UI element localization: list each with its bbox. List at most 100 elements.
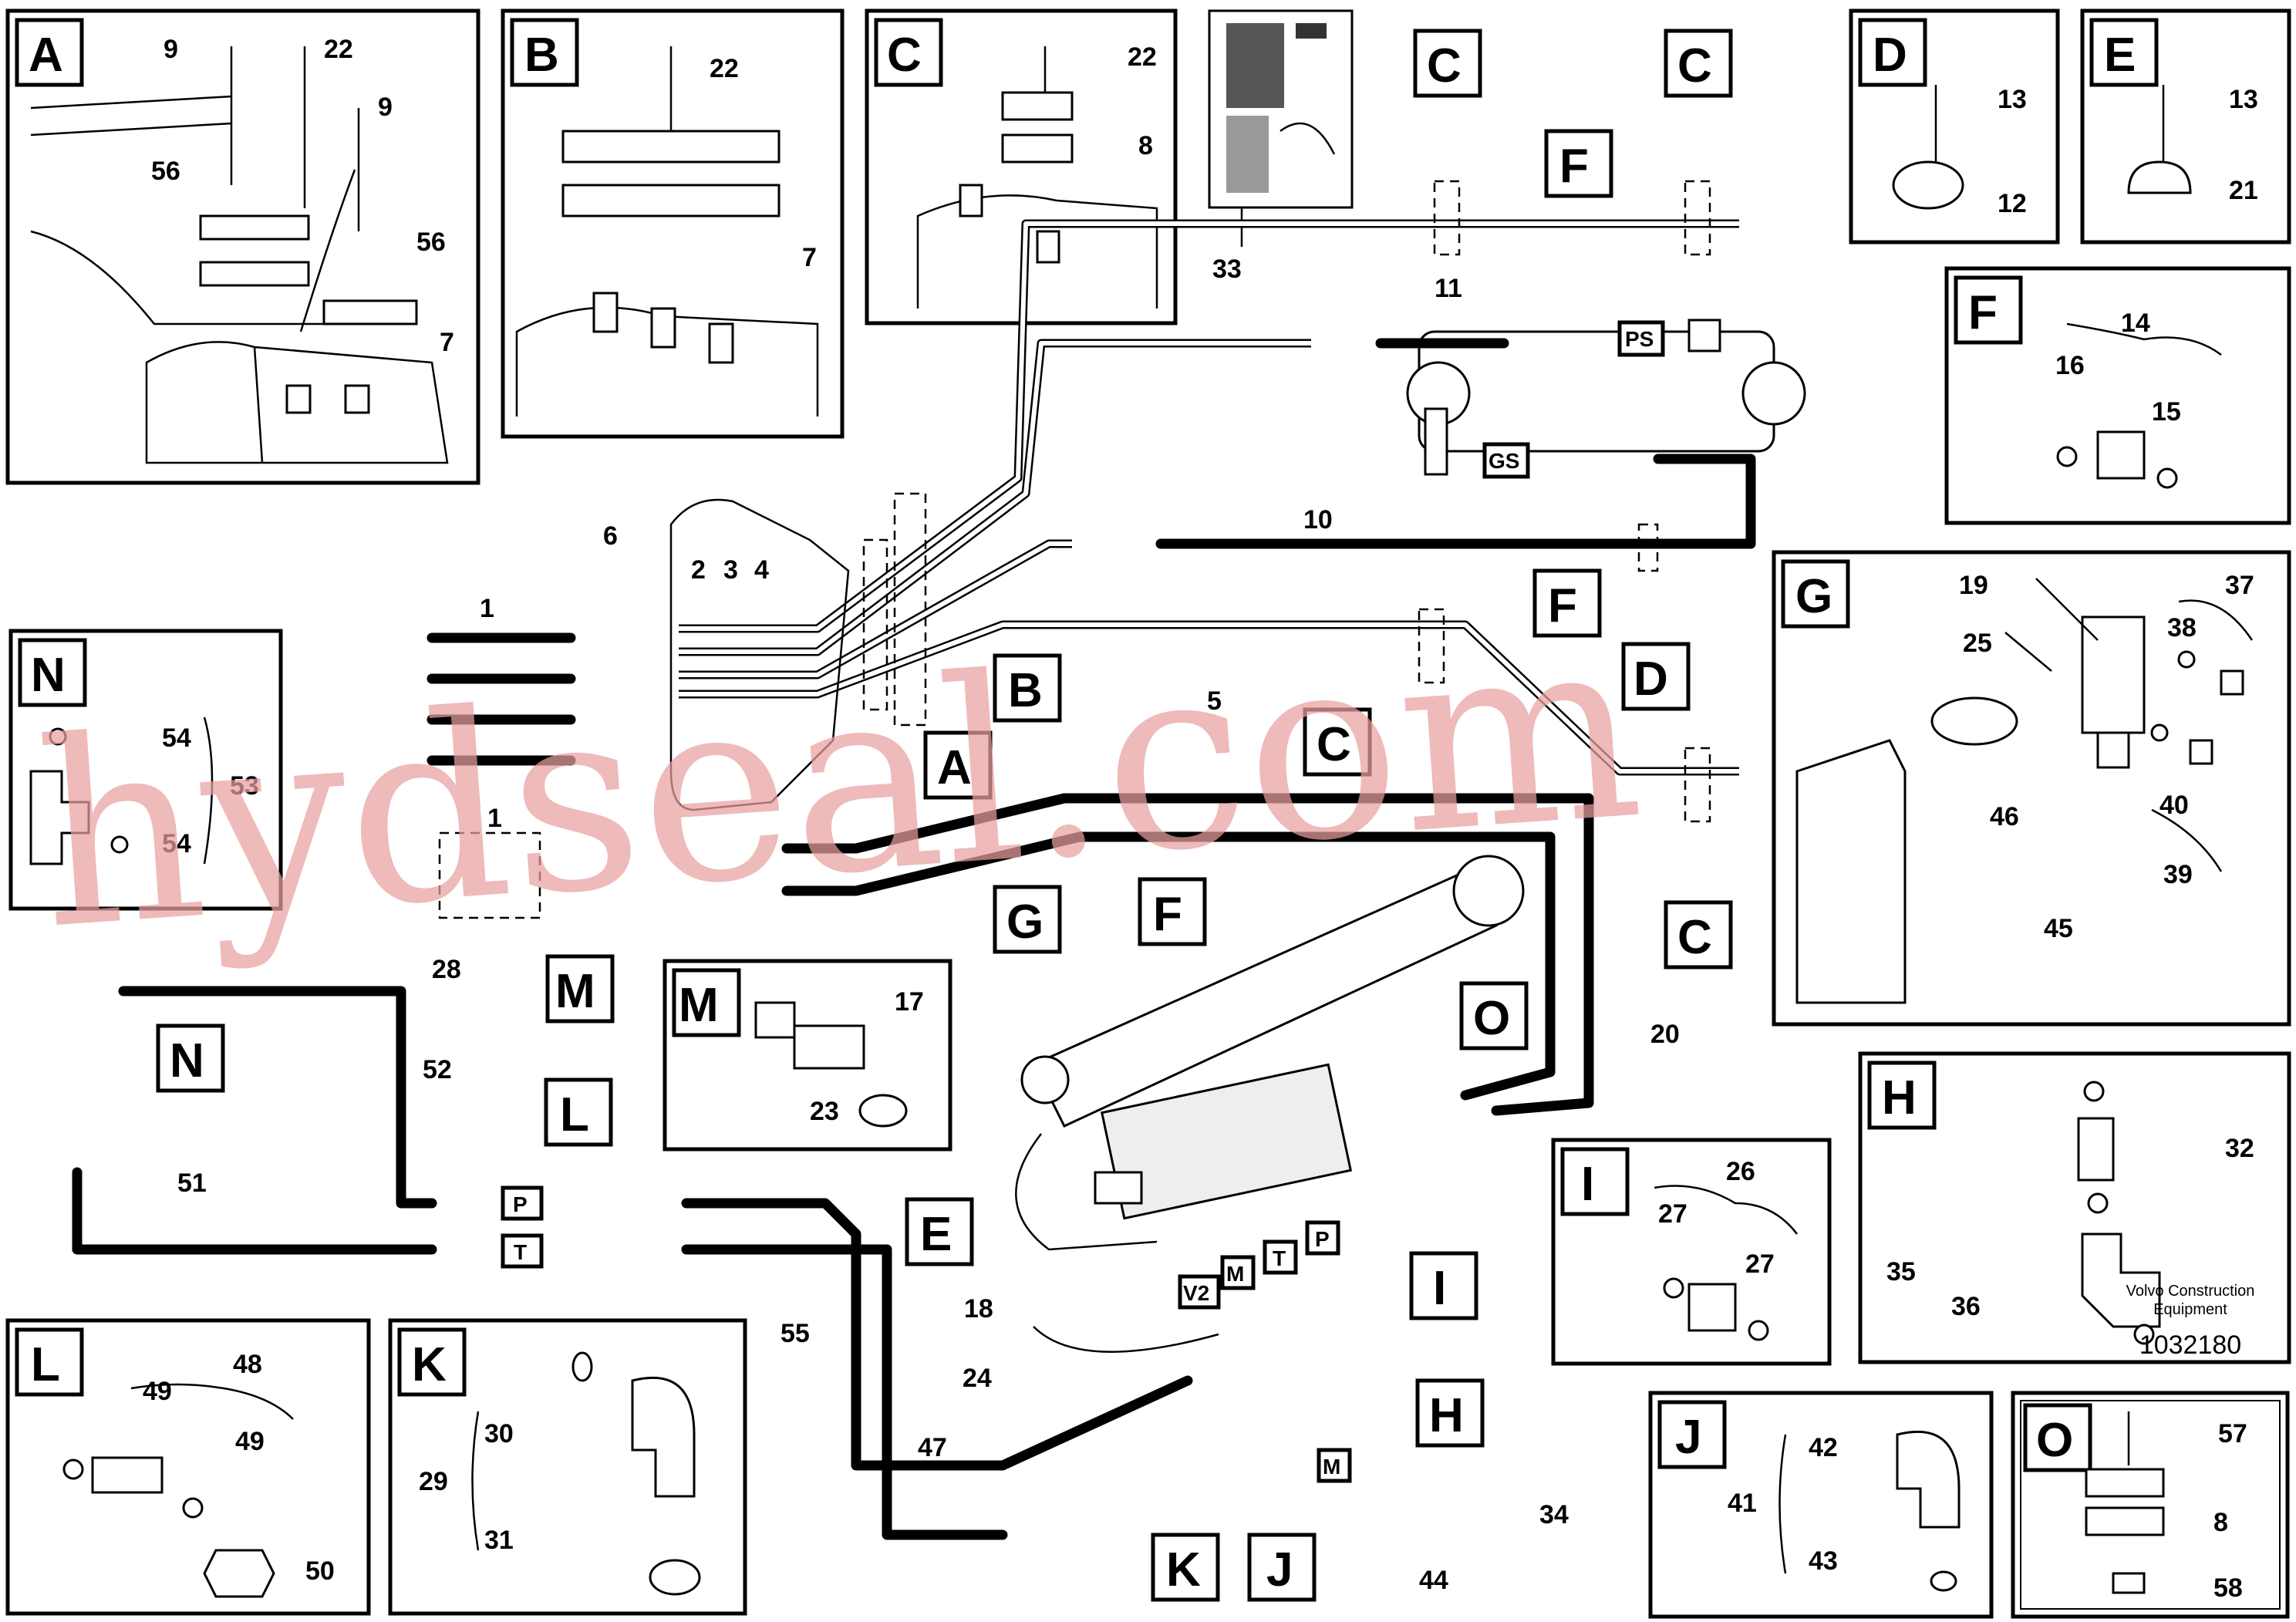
label-9: 9: [164, 35, 178, 64]
panel-letter: M: [679, 979, 719, 1032]
label-54: 54: [162, 829, 191, 858]
label-8: 8: [1138, 131, 1153, 160]
detail-panel-g: G 19 37 25 38 40 46 39 45: [1772, 550, 2291, 1027]
tag-v2: V2: [1183, 1281, 1209, 1305]
label-16: 16: [2055, 351, 2085, 380]
label-12: 12: [1998, 189, 2027, 218]
label-36: 36: [1951, 1292, 1981, 1321]
label-2: 2: [691, 555, 706, 585]
panel-letter: C: [887, 29, 922, 82]
panel-letter: L: [31, 1338, 60, 1391]
label-56: 56: [151, 157, 180, 186]
label-51: 51: [177, 1168, 207, 1198]
title-block: Volvo Construction Equipment 1032180: [2126, 1283, 2255, 1360]
label-47: 47: [918, 1433, 947, 1462]
label-49: 49: [235, 1427, 265, 1456]
panel-letter: H: [1882, 1071, 1917, 1125]
label-52: 52: [423, 1055, 452, 1084]
label-6: 6: [603, 521, 618, 551]
callout-f: F: [1153, 888, 1182, 941]
panel-letter: A: [29, 29, 63, 82]
panel-letter: E: [2104, 29, 2136, 82]
callout-b: B: [1008, 664, 1043, 717]
label-9: 9: [378, 93, 393, 122]
detail-panel-o: O 57 8 58: [2011, 1391, 2290, 1619]
steering-cylinder-top: [1406, 319, 1806, 476]
label-22: 22: [1128, 42, 1157, 72]
label-13: 13: [1998, 85, 2027, 114]
callout-f: F: [1548, 579, 1577, 632]
detail-panel-j: J 42 41 43: [1648, 1391, 1994, 1619]
tag-gs: GS: [1489, 449, 1519, 473]
callout-f: F: [1559, 140, 1589, 193]
label-39: 39: [2163, 860, 2193, 889]
part-labels: 1 1 2 3 4 6 5 10 11 18 20 24 28 34 44 47…: [177, 274, 1680, 1595]
label-22: 22: [710, 54, 739, 83]
label-46: 46: [1990, 802, 2019, 831]
label-1: 1: [480, 594, 494, 623]
tag-m: M: [1226, 1262, 1244, 1286]
label-11: 11: [1435, 274, 1462, 303]
label-44: 44: [1419, 1566, 1448, 1595]
label-5: 5: [1207, 686, 1222, 716]
label-4: 4: [754, 555, 769, 585]
tag-p: P: [1315, 1227, 1330, 1251]
label-1: 1: [487, 804, 502, 833]
label-41: 41: [1728, 1489, 1757, 1518]
label-45: 45: [2044, 914, 2073, 943]
callout-c: C: [1427, 39, 1462, 93]
label-25: 25: [1963, 629, 1992, 658]
callout-d: D: [1633, 653, 1668, 706]
label-8: 8: [2213, 1508, 2228, 1537]
detail-panel-a: A 9 22 9 56 56 7: [5, 8, 480, 485]
detail-panel-e: E 13 21: [2080, 8, 2291, 244]
callout-h: H: [1429, 1389, 1464, 1442]
panel-letter: O: [2036, 1414, 2073, 1467]
callout-j: J: [1266, 1543, 1293, 1597]
label-57: 57: [2218, 1419, 2247, 1448]
callout-l: L: [560, 1088, 589, 1141]
detail-panel-i: I 26 27 27: [1551, 1138, 1832, 1366]
label-15: 15: [2152, 397, 2181, 427]
label-56: 56: [416, 228, 446, 257]
callout-o: O: [1473, 992, 1510, 1045]
label-14: 14: [2121, 309, 2150, 338]
label-3: 3: [723, 555, 738, 585]
label-42: 42: [1809, 1433, 1838, 1462]
detail-panel-k: K 30 29 31: [388, 1318, 747, 1616]
label-55: 55: [781, 1319, 810, 1348]
label-30: 30: [484, 1419, 514, 1448]
panel-letter: J: [1675, 1411, 1701, 1464]
tag-p: P: [513, 1192, 528, 1216]
label-48: 48: [233, 1350, 262, 1379]
label-50: 50: [305, 1556, 335, 1586]
tube-lines: [679, 219, 1739, 776]
label-33: 33: [1212, 255, 1242, 284]
label-27: 27: [1658, 1199, 1687, 1229]
label-34: 34: [1539, 1500, 1569, 1529]
callout-c: C: [1677, 39, 1712, 93]
label-28: 28: [432, 955, 461, 984]
detail-panel-f: F 14 16 15: [1944, 266, 2291, 525]
callout-m: M: [555, 965, 595, 1018]
label-26: 26: [1726, 1157, 1755, 1186]
label-7: 7: [440, 328, 454, 357]
tag-t: T: [514, 1240, 527, 1264]
label-18: 18: [964, 1294, 993, 1324]
callout-i: I: [1433, 1262, 1446, 1315]
panel-letter: D: [1873, 29, 1907, 82]
detail-panel-h: H 32 35 36: [1858, 1051, 2291, 1364]
label-37: 37: [2225, 571, 2254, 600]
callout-k: K: [1166, 1543, 1201, 1597]
label-17: 17: [895, 987, 924, 1017]
label-10: 10: [1303, 505, 1333, 534]
label-58: 58: [2213, 1573, 2243, 1603]
decal-33: 33: [1208, 9, 1354, 284]
tag-t: T: [1273, 1246, 1286, 1270]
panel-letter: G: [1795, 570, 1832, 623]
brand-line-2: Equipment: [2153, 1301, 2227, 1318]
panel-letter: F: [1968, 286, 1998, 339]
callout-c: C: [1317, 718, 1351, 771]
hoses: [72, 338, 1756, 1540]
panel-letter: I: [1581, 1158, 1594, 1211]
